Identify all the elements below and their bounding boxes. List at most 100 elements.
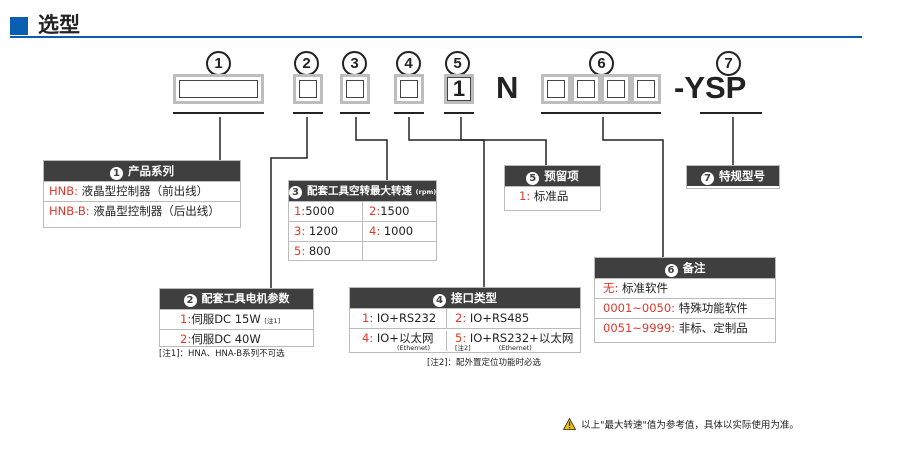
table-row: 0051~9999: 非标、定制品: [595, 318, 775, 338]
position-number-6: 6: [589, 51, 614, 76]
slot-motor: [293, 74, 323, 104]
subtext: (Ethernet): [397, 344, 431, 352]
slot-series: [173, 74, 264, 104]
slot-remark-digit-3: [601, 74, 631, 104]
connector-4: [408, 117, 485, 287]
description: 标准品: [533, 189, 569, 203]
header-underline: [10, 36, 862, 38]
table-title: 接口类型: [451, 291, 497, 305]
table-remark-header: 6 备注: [595, 258, 775, 278]
note-ref: [注1]: [264, 317, 281, 325]
table-reserved-header: 5 预留项: [505, 166, 600, 186]
description: 标准软件: [622, 281, 669, 295]
warning-note: 以上"最大转速"值为参考值，具体以实际使用为准。: [562, 413, 799, 432]
position-number-3: 3: [342, 51, 367, 76]
slot-reserved: 1: [444, 74, 474, 104]
unit: (rpm): [415, 188, 437, 196]
position-number-4: 4: [396, 51, 421, 76]
footnote-1: [注1]：HNA、HNA-B系列不可选: [159, 349, 285, 359]
position-number-5: 5: [445, 51, 470, 76]
slot-remark-digit-2: [571, 74, 601, 104]
table-title: 特规型号: [719, 169, 765, 183]
table-speed-header: 3 配套工具空转最大转速 (rpm): [289, 181, 436, 201]
code: HNB:: [49, 184, 79, 198]
table-row: 1: 标准品: [505, 186, 600, 206]
value: 5000: [305, 204, 335, 218]
value: IO+RS485: [469, 311, 530, 325]
page-title: 选型: [38, 13, 80, 37]
code: 2:: [455, 311, 467, 325]
number-badge: 5: [526, 172, 540, 185]
table-row: HNB: 液晶型控制器（前出线）: [44, 181, 240, 201]
table-title: 预留项: [544, 169, 579, 183]
table-row: 2:伺服DC 40W: [160, 329, 313, 349]
table-row: 5: 800: [289, 241, 436, 261]
code: HNB-B:: [49, 204, 90, 218]
code: 5:: [294, 244, 306, 258]
model-suffix: -YSP: [674, 70, 747, 105]
connector-3: [355, 117, 388, 180]
number-badge: 6: [664, 264, 678, 277]
model-letter-n: N: [496, 70, 519, 105]
connector-5: [460, 117, 547, 165]
table-title: 配套工具空转最大转速: [307, 185, 412, 197]
table-row: 0001~0050: 特殊功能软件: [595, 298, 775, 318]
slot-speed-underline: [340, 112, 370, 114]
number-badge: 3: [289, 186, 302, 199]
description: 伺服DC 15W: [191, 312, 261, 326]
code: 4:: [362, 331, 374, 345]
note-ref: [注2]: [455, 344, 471, 352]
position-number-1: 1: [206, 51, 231, 76]
description: 特殊功能软件: [678, 301, 748, 315]
table-title: 配套工具电机参数: [201, 292, 290, 305]
subtext: (Ethernet): [498, 344, 532, 352]
table-row: 无: 标准软件: [595, 278, 775, 298]
slot-reserved-underline: [444, 112, 474, 114]
table-title: 备注: [682, 261, 706, 275]
description: 非标、定制品: [678, 321, 748, 335]
code: 1:: [362, 311, 374, 325]
footnote-2: [注2]：配外置定位功能时必选: [427, 358, 542, 368]
code: 1:: [180, 312, 192, 326]
table-row: HNB-B: 液晶型控制器（后出线）: [44, 201, 240, 221]
table-title: 产品系列: [128, 164, 174, 178]
code: 0051~9999:: [603, 321, 676, 335]
value: 1200: [308, 224, 339, 238]
reserved-digit: 1: [447, 77, 471, 101]
value: IO+以太网: [376, 331, 434, 345]
code: 2:: [369, 204, 381, 218]
table-row: 1:伺服DC 15W [注1]: [160, 309, 313, 329]
slot-motor-underline: [293, 112, 323, 114]
connector-6: [602, 117, 664, 257]
code: 2:: [180, 332, 192, 346]
code: 0001~0050:: [603, 301, 676, 315]
code: 1:: [294, 204, 306, 218]
code: 无:: [603, 281, 619, 295]
table-remark: 6 备注 无: 标准软件 0001~0050: 特殊功能软件 0051~9999:…: [594, 257, 776, 343]
connector-2: [270, 117, 308, 288]
table-row: 3: 1200 4: 1000: [289, 221, 436, 241]
value: 800: [308, 244, 331, 258]
position-number-7: 7: [716, 51, 741, 76]
position-number-2: 2: [294, 51, 319, 76]
code: 3:: [294, 224, 306, 238]
code: 5:: [455, 331, 467, 345]
value: IO+RS232+以太网: [469, 331, 574, 345]
slot-interface-underline: [394, 112, 424, 114]
table-row: 1: IO+RS232 2: IO+RS485: [350, 308, 580, 328]
slot-speed: [340, 74, 370, 104]
table-reserved: 5 预留项 1: 标准品: [504, 165, 601, 211]
value: IO+RS232: [376, 311, 437, 325]
slot-remark-digit-4: [631, 74, 661, 104]
slot-interface: [394, 74, 424, 104]
value: 1000: [383, 224, 414, 238]
